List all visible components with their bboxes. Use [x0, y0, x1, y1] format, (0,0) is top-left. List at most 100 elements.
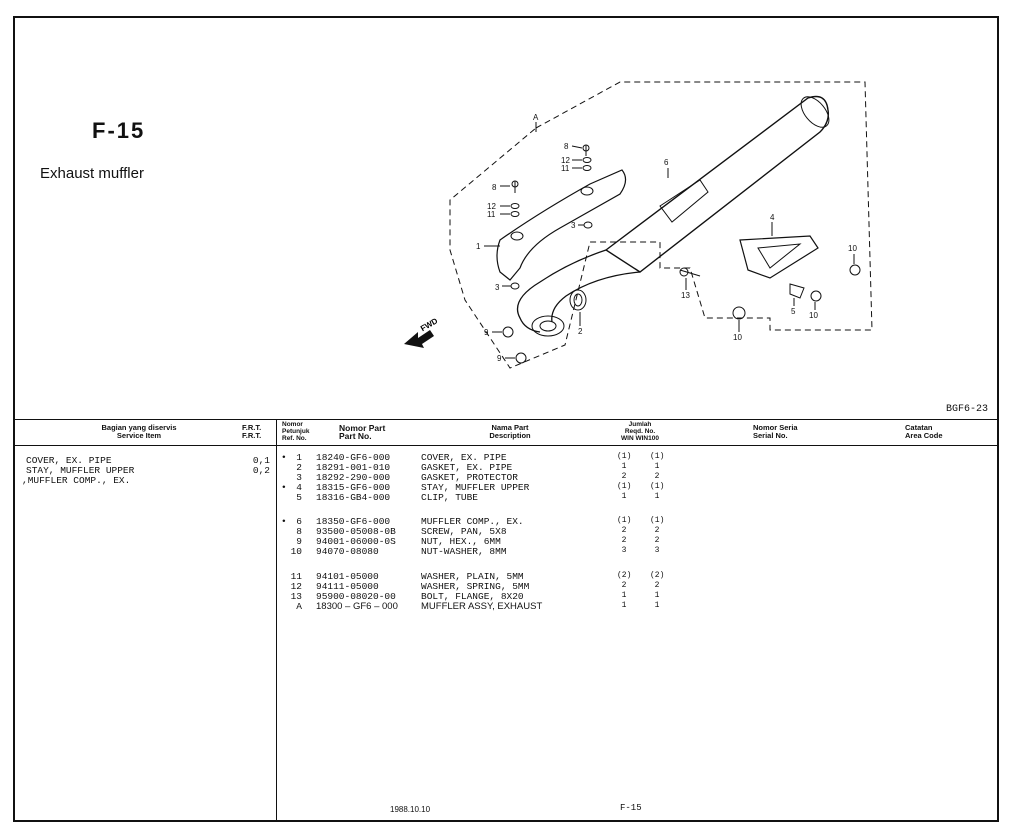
label-12-upper: 12	[561, 156, 570, 165]
service-item: COVER, EX. PIPE	[26, 455, 112, 466]
label-2: 2	[578, 327, 583, 336]
label-12-lower: 12	[487, 202, 496, 211]
row-part-no: 18350-GF6-000	[316, 516, 391, 527]
row-qty-win: (2)	[617, 571, 632, 580]
row-part-no: 95900-08020-00	[316, 591, 396, 602]
table-top-rule	[13, 419, 999, 420]
row-ref-no: 6	[296, 516, 302, 527]
label-3-lower: 3	[495, 283, 500, 292]
label-10-mid: 10	[809, 311, 818, 320]
row-description: COVER, EX. PIPE	[421, 452, 507, 463]
row-part-no: 18292-290-000	[316, 472, 391, 483]
label-8-upper: 8	[564, 142, 569, 151]
row-part-no: 94001-06000-0S	[316, 536, 396, 547]
row-description: WASHER, PLAIN, 5MM	[421, 571, 524, 582]
row-ref-no: 1	[296, 452, 302, 463]
row-qty-win: 2	[621, 526, 627, 535]
label-9-upper: 9	[484, 328, 489, 337]
row-part-no: 18240-GF6-000	[316, 452, 391, 463]
row-qty-win: 1	[621, 492, 627, 501]
label-10-lower: 10	[733, 333, 742, 342]
row-part-no: 94101-05000	[316, 571, 379, 582]
page-code: F-15	[92, 118, 146, 143]
row-qty-win100: (1)	[650, 452, 665, 461]
row-qty-win100: 3	[654, 546, 660, 555]
row-qty-win100: 1	[654, 492, 660, 501]
row-qty-win100: 1	[654, 601, 660, 610]
row-description: STAY, MUFFLER UPPER	[421, 482, 530, 493]
row-part-no: 18316-GB4-000	[316, 492, 391, 503]
row-part-no: 93500-05008-0B	[316, 526, 396, 537]
label-a: A	[533, 113, 539, 122]
row-part-no: 18315-GF6-000	[316, 482, 391, 493]
row-description: GASKET, PROTECTOR	[421, 472, 518, 483]
footer-date: 1988.10.10	[390, 805, 431, 814]
table-divider	[276, 420, 277, 822]
label-13: 13	[681, 291, 690, 300]
row-description: MUFFLER COMP., EX.	[421, 516, 524, 527]
row-description: NUT, HEX., 6MM	[421, 536, 501, 547]
row-qty-win: 2	[621, 581, 627, 590]
row-description: CLIP, TUBE	[421, 492, 479, 503]
row-qty-win: (1)	[617, 482, 632, 491]
row-ref-no: 4	[296, 482, 302, 493]
label-1: 1	[476, 242, 481, 251]
row-part-no: 94070-08080	[316, 546, 379, 557]
row-ref-no: 3	[296, 472, 302, 483]
row-qty-win: 2	[621, 472, 627, 481]
label-3-upper: 3	[571, 221, 576, 230]
row-qty-win100: (1)	[650, 516, 665, 525]
service-item: STAY, MUFFLER UPPER	[26, 465, 135, 476]
row-qty-win100: 1	[654, 462, 660, 471]
row-qty-win100: (2)	[650, 571, 665, 580]
row-description: BOLT, FLANGE, 8X20	[421, 591, 524, 602]
row-qty-win: 2	[621, 536, 627, 545]
row-mark: •	[281, 516, 287, 527]
row-qty-win: 3	[621, 546, 627, 555]
service-frt: 0,2	[252, 465, 270, 476]
row-qty-win: (1)	[617, 452, 632, 461]
service-frt: 0,1	[252, 455, 270, 466]
page-title: Exhaust muffler	[40, 165, 144, 182]
label-9-lower: 9	[497, 354, 502, 363]
row-part-no: 18300 – GF6 – 000	[316, 601, 398, 612]
exploded-diagram: FWD A 8 12 11 8 12 11 6 3 1 3 2 4 10 13 …	[404, 81, 873, 369]
header-frt: F.R.T.F.R.T.	[242, 423, 262, 440]
label-4: 4	[770, 213, 775, 222]
row-qty-win100: 2	[654, 472, 660, 481]
row-qty-win100: 2	[654, 536, 660, 545]
label-5: 5	[791, 307, 796, 316]
row-qty-win: 1	[621, 462, 627, 471]
label-6: 6	[664, 158, 669, 167]
row-ref-no: 13	[290, 591, 302, 602]
row-ref-no: 8	[296, 526, 302, 537]
row-ref-no: 10	[290, 546, 302, 557]
muffler-body	[604, 95, 830, 273]
row-description: MUFFLER ASSY, EXHAUST	[421, 601, 543, 612]
row-ref-no: A	[296, 601, 302, 612]
row-mark: •	[281, 452, 287, 463]
table-header-rule	[13, 445, 999, 446]
row-qty-win: 1	[621, 591, 627, 600]
row-description: SCREW, PAN, 5X8	[421, 526, 507, 537]
row-part-no: 18291-001-010	[316, 462, 391, 473]
row-qty-win100: 2	[654, 526, 660, 535]
row-qty-win100: 1	[654, 591, 660, 600]
row-mark: •	[281, 482, 287, 493]
label-8-lower: 8	[492, 183, 497, 192]
row-ref-no: 5	[296, 492, 302, 503]
service-item: ,MUFFLER COMP., EX.	[22, 475, 131, 486]
label-11-upper: 11	[561, 164, 570, 173]
row-ref-no: 9	[296, 536, 302, 547]
row-description: GASKET, EX. PIPE	[421, 462, 513, 473]
row-description: WASHER, SPRING, 5MM	[421, 581, 530, 592]
row-ref-no: 11	[290, 571, 302, 582]
label-11-lower: 11	[487, 210, 496, 219]
label-10-right: 10	[848, 244, 857, 253]
